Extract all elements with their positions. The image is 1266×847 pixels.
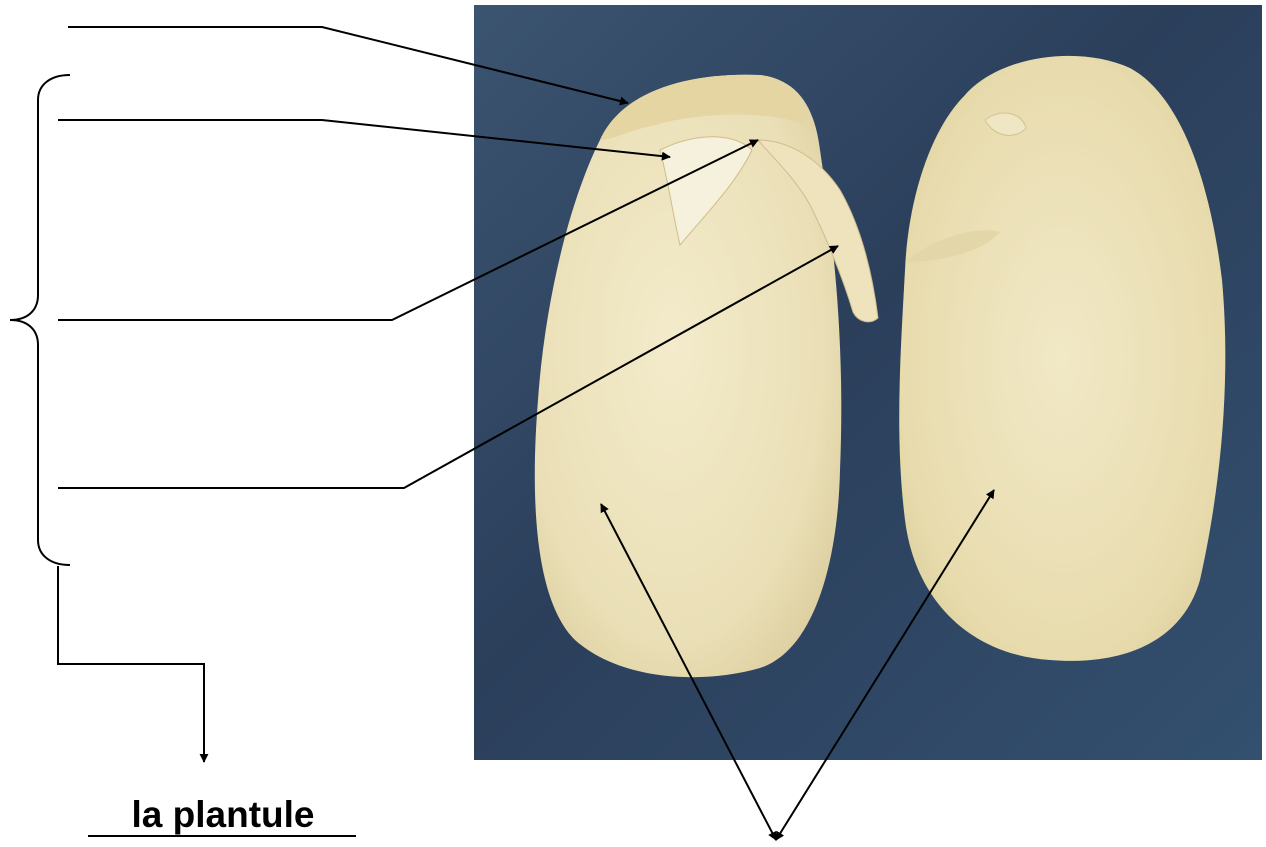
plantule-caption: la plantule: [88, 790, 358, 840]
right-cotyledon: [899, 56, 1225, 661]
plantule-connector: [58, 566, 204, 762]
